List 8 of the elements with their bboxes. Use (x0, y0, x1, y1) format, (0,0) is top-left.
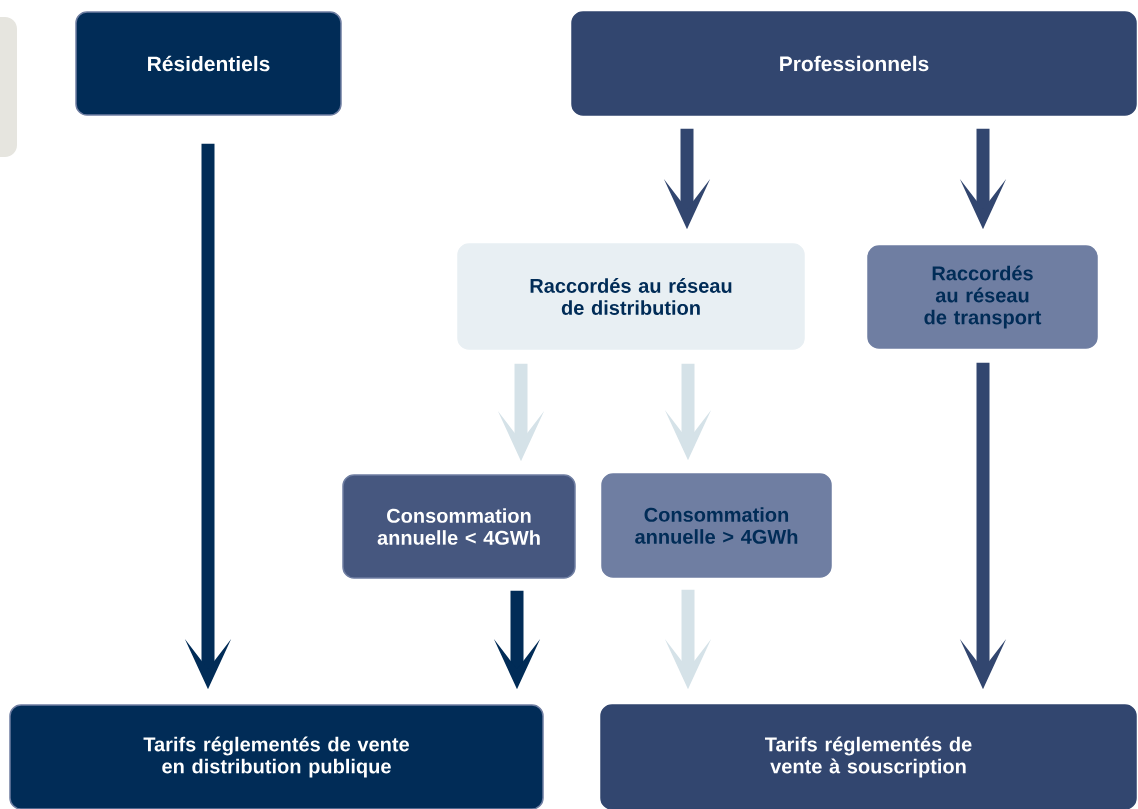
flow-box: Raccordés au réseau de distribution (457, 243, 805, 350)
flow-box: Tarifs réglementés de vente à souscription (600, 704, 1137, 809)
flow-box: Tarifs réglementés de vente en distribution publique (9, 704, 544, 809)
flow-box: Résidentiels (75, 11, 342, 116)
flow-box: Professionnels (571, 11, 1137, 116)
flow-box: Consommation annuelle < 4GWh (342, 474, 576, 579)
flow-box: Consommation annuelle > 4GWh (601, 473, 832, 578)
flow-box: Raccordés au réseau de transport (867, 245, 1098, 349)
